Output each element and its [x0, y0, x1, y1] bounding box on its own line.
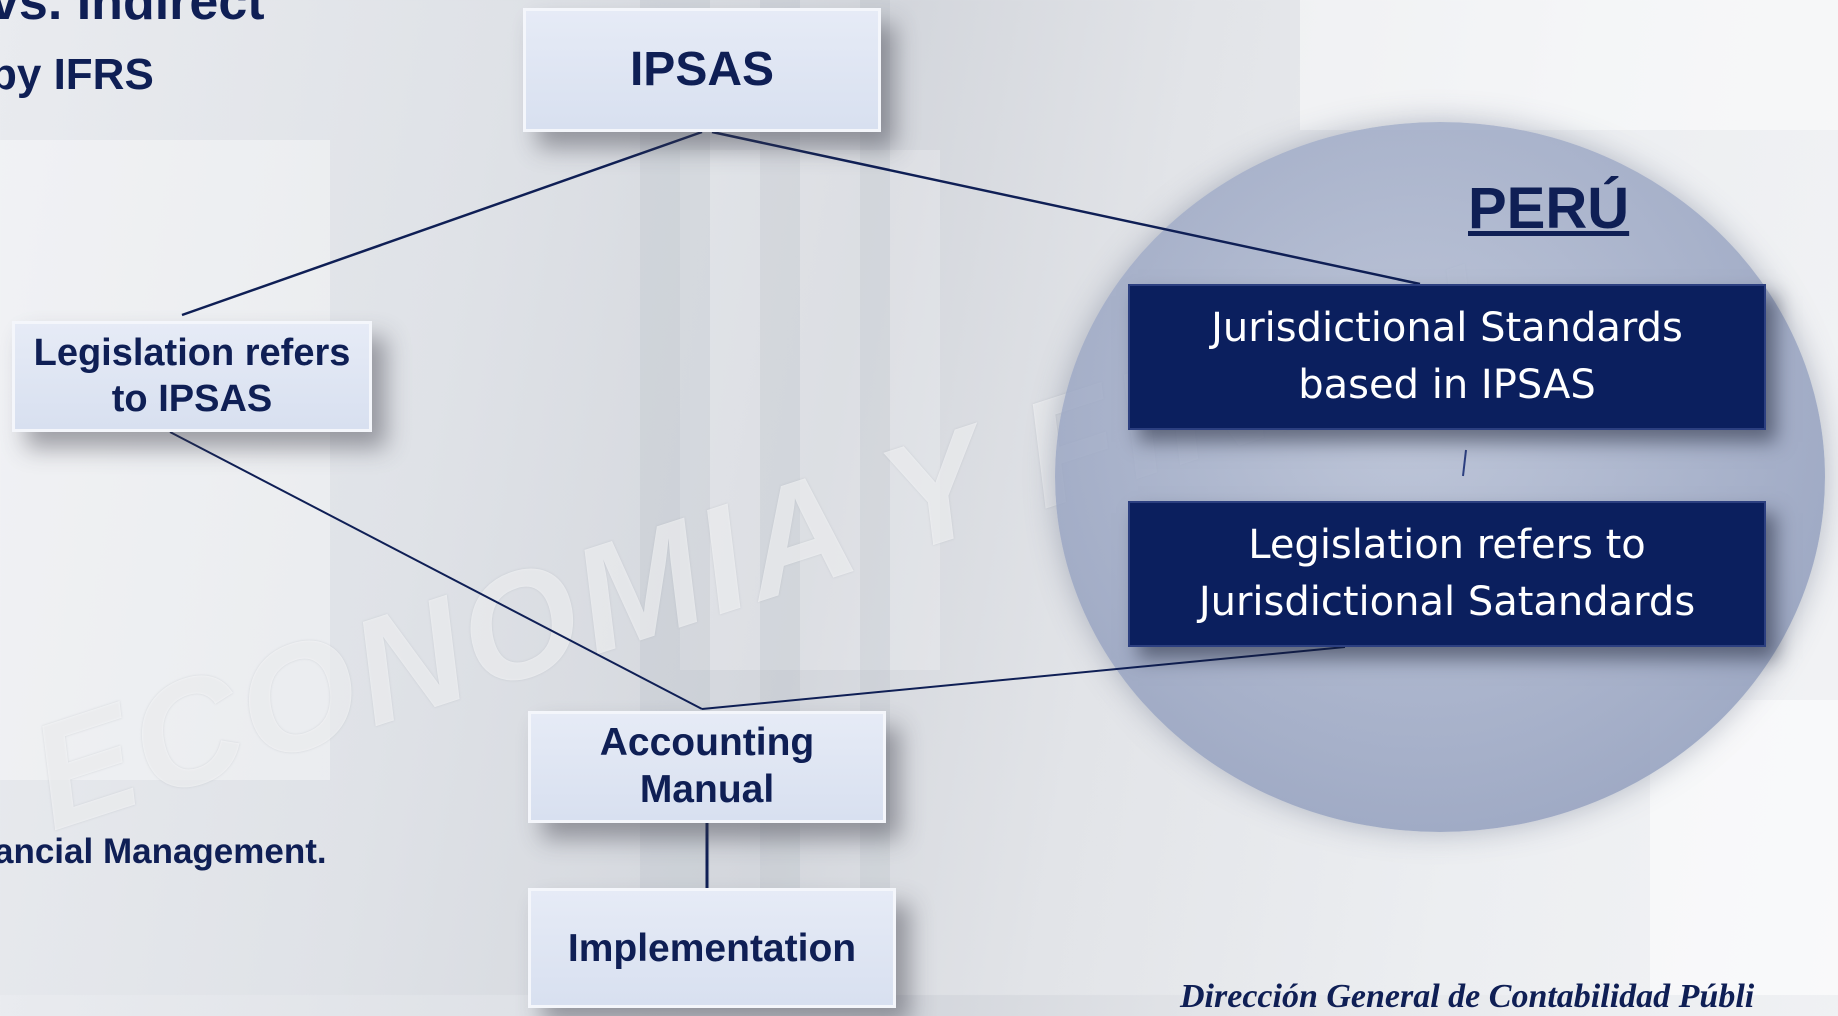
legislation-ipsas-node: Legislation refers to IPSAS [12, 321, 372, 432]
implementation-node: Implementation [528, 888, 896, 1008]
ipsas-node: IPSAS [523, 8, 881, 132]
slide-subtitle: by IFRS [0, 50, 154, 99]
jurisdictional-standards-node: Jurisdictional Standards based in IPSAS [1128, 284, 1766, 430]
connector-lines [169, 130, 1467, 888]
accounting-manual-node: Accounting Manual [528, 711, 886, 823]
connector-peru-inner [1462, 449, 1467, 477]
peru-label: PERÚ [1468, 176, 1630, 241]
connector-legislation-manual [169, 431, 703, 710]
connector-ipsas-jurisdictional [711, 130, 1421, 286]
slide-title: vs. Indirect [0, 0, 265, 31]
background [640, 0, 890, 995]
peru-highlight-circle [1055, 122, 1825, 832]
footnote-text: ancial Management. [0, 832, 327, 871]
connector-peru-manual [701, 646, 1346, 710]
connector-ipsas-legislation [181, 130, 703, 317]
legislation-jurisdictional-node: Legislation refers to Jurisdictional Sat… [1128, 501, 1766, 647]
